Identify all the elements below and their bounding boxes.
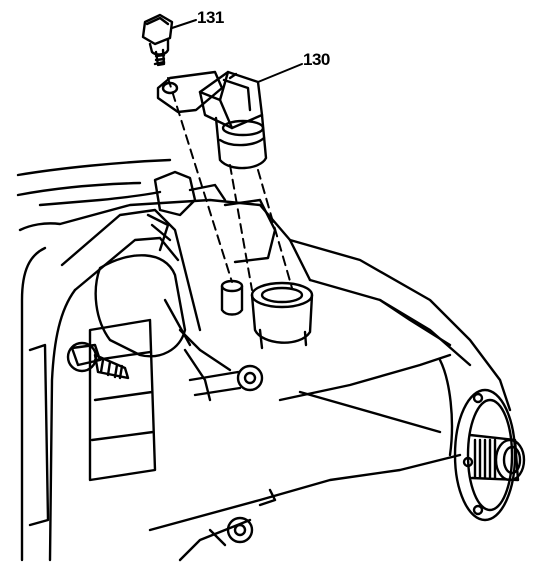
sensor [156,70,268,170]
callout-label-bolt: 131 [197,8,224,27]
alignment-lines [167,77,293,291]
transmission-case [16,158,512,562]
threaded-stud [66,341,130,380]
callout-leaders [171,19,303,83]
callout-label-sensor: 130 [303,50,330,69]
bolt [141,13,174,67]
bolt-boss [220,279,244,316]
output-shaft [453,388,526,522]
sensor-bore [250,281,314,350]
